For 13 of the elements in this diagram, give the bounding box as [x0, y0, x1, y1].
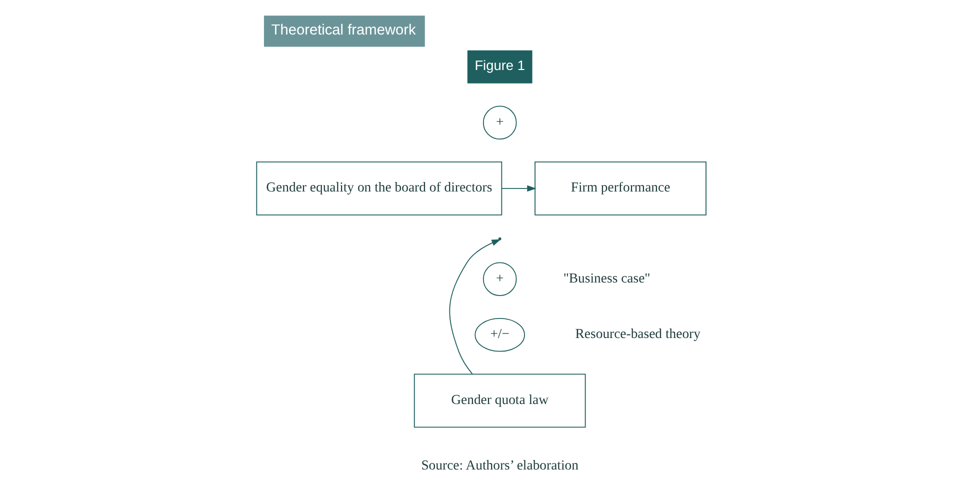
node-label: "Business case": [562, 270, 650, 286]
node-ellipse: +/−: [474, 318, 524, 352]
caption: Source: Authors’ elaboration: [420, 458, 578, 473]
label: Figure 1: [474, 58, 524, 74]
node-circle: +: [482, 106, 516, 140]
node-box: Gender equality on the board of directors: [256, 161, 502, 216]
arrow: [448, 239, 500, 375]
arrow: [500, 185, 536, 192]
node-box: Firm performance: [534, 161, 706, 216]
node-box: Gender quota law: [413, 374, 586, 428]
node-label: Resource-based theory: [574, 326, 700, 342]
node-circle: +: [482, 262, 516, 296]
diagram-title: Theoretical framework: [270, 22, 416, 39]
